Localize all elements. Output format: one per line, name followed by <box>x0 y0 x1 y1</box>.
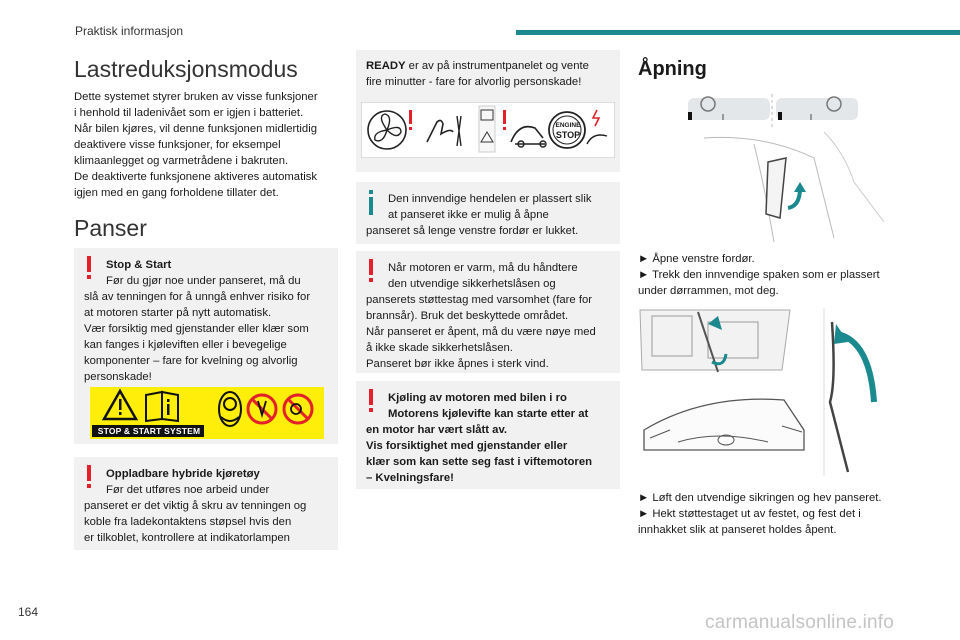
stop-start-sticker: STOP & START SYSTEM <box>90 387 324 439</box>
exterior-latch-illustration <box>638 302 902 476</box>
hybrid-warning-box: Oppladbare hybride kjøretøy Før det utfø… <box>74 457 338 550</box>
text-line: Vær forsiktig med gjenstander eller klær… <box>84 323 309 335</box>
text-line: – Kvelningsfare! <box>366 472 454 484</box>
text-line: panseret er det viktig å skru av tenning… <box>84 500 307 512</box>
text-line: Motorens kjølevifte kan starte etter at <box>388 408 589 420</box>
text-line: Når bilen kjøres, vil denne funksjonen m… <box>74 123 317 135</box>
watermark-text: carmanualsonline.info <box>705 612 895 633</box>
text-line: ► Hekt støttestaget ut av festet, og fes… <box>638 508 861 520</box>
text-line: brannsår). Bruk det beskyttede området. <box>366 310 569 322</box>
text-line: Kjøling av motoren med bilen i ro <box>388 392 567 404</box>
text-line: ENGINE <box>555 122 581 129</box>
warning-exclamation-icon <box>369 259 373 282</box>
text-line: en motor har vært slått av. <box>366 424 508 436</box>
text-line: innhakket slik at panseret holdes åpent. <box>638 524 837 536</box>
text-line: koble fra ladekontaktens støpsel hvis de… <box>84 516 292 528</box>
header-title: Praktisk informasjon <box>75 24 184 38</box>
fan-warning-box: Kjøling av motoren med bilen i ro Motore… <box>356 381 620 489</box>
section-title-load-reduction: Lastreduksjonsmodus <box>74 56 298 82</box>
text-line: fire minutter - fare for alvorlig person… <box>366 76 582 88</box>
hybrid-heading: Oppladbare hybride kjøretøy <box>106 468 260 480</box>
text-line: den utvendige sikkerhetslåsen og <box>388 278 556 290</box>
load-reduction-text: Dette systemet styrer bruken av visse fu… <box>74 89 338 201</box>
handle-info-box: Den innvendige hendelen er plassert slik… <box>356 182 620 244</box>
text-line: Panseret bør ikke åpnes i sterk vind. <box>366 358 549 370</box>
text-line: er tilkoblet, kontrollere at indikatorla… <box>84 532 290 544</box>
ready-warning-box: READY er av på instrumentpanelet og vent… <box>356 50 620 172</box>
text-line: Når motoren er varm, må du håndtere <box>388 262 578 274</box>
text-line: READY er av på instrumentpanelet og vent… <box>366 58 610 74</box>
text-line: ► Åpne venstre fordør. <box>638 253 755 265</box>
interior-lever-illustration <box>688 94 885 242</box>
text-line: deaktivere visse funksjoner, for eksempe… <box>74 139 281 151</box>
text-line: Vis forsiktighet med gjenstander eller <box>366 440 568 452</box>
text-line: personskade! <box>84 371 152 383</box>
stop-start-sticker-graphic <box>92 388 314 437</box>
text-line: igjen med en gang forholdene tillater de… <box>74 187 279 199</box>
text-line: Den innvendige hendelen er plassert slik <box>388 193 592 205</box>
text-line: ► Løft den utvendige sikringen og hev pa… <box>638 492 882 504</box>
text-line: kan fanges i kjøleviften eller i bevegel… <box>84 339 287 351</box>
warning-exclamation-icon <box>87 465 91 488</box>
warning-exclamation-icon <box>87 256 91 279</box>
text-line: ► Trekk den innvendige spaken som er pla… <box>638 269 880 281</box>
text-line: klimaanlegget og varmetrådene i bakruten… <box>74 155 289 167</box>
text-line: Når panseret er åpent, må du være nøye m… <box>366 326 596 338</box>
text-line: komponenter – fare for kvelning og alvor… <box>84 355 298 367</box>
text-fragment: er av på instrumentpanelet og vente <box>405 60 589 72</box>
hot-engine-warning-box: Når motoren er varm, må du håndtere den … <box>356 251 620 373</box>
engine-stop-label: ENGINE STOP <box>552 122 584 140</box>
opening-steps-1: ► Åpne venstre fordør. ► Trekk den innve… <box>638 251 906 299</box>
section-title-bonnet: Panser <box>74 215 147 241</box>
text-line: under dørrammen, mot deg. <box>638 285 779 297</box>
text-line: Før det utføres noe arbeid under <box>106 484 270 496</box>
text-line: at motoren starter på nytt automatisk. <box>84 307 272 319</box>
text-line: i henhold til ladenivået som er igjen i … <box>74 107 304 119</box>
text-line: at panseret ikke er mulig å åpne <box>388 209 549 221</box>
stop-start-heading: Stop & Start <box>106 259 172 271</box>
section-title-opening: Åpning <box>638 58 707 80</box>
text-line: panserets støttestag med varsomhet (fare… <box>366 294 593 306</box>
hybrid-warning-pictograms <box>361 102 615 158</box>
ready-word: READY <box>366 60 406 72</box>
text-line: klær som kan sette seg fast i viftemotor… <box>366 456 593 468</box>
text-line: Dette systemet styrer bruken av visse fu… <box>74 91 318 103</box>
text-line: panseret så lenge venstre fordør er lukk… <box>366 225 579 237</box>
text-line: å ikke skade sikkerhetslåsen. <box>366 342 513 354</box>
info-icon <box>369 190 373 215</box>
text-line: Før du gjør noe under panseret, må du <box>106 275 301 287</box>
page-number: 164 <box>18 605 39 619</box>
text-line: De deaktiverte funksjonene aktiveres aut… <box>74 171 318 183</box>
opening-steps-2: ► Løft den utvendige sikringen og hev pa… <box>638 490 906 538</box>
sticker-label: STOP & START SYSTEM <box>97 426 201 436</box>
text-line: slå av tenningen for å unngå enhver risi… <box>84 291 311 303</box>
warning-exclamation-icon <box>369 389 373 412</box>
header-accent-bar <box>516 30 960 35</box>
text-line: STOP <box>555 130 581 140</box>
